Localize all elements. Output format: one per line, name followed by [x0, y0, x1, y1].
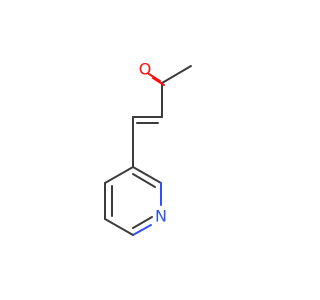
ring-bond-c3-c2 [132, 166, 162, 184]
bond-carbonyl-oxygen-a [148, 73, 161, 82]
ring-inner-bond-1 [132, 173, 156, 188]
molecule-structure: O N [104, 60, 192, 236]
ring-bond-c4-c3 [104, 166, 134, 184]
molecule-canvas: O N [104, 59, 192, 236]
bond-carbonyl-oxygen-b [152, 77, 165, 86]
ring-bond-c6-c5 [104, 218, 134, 236]
ring-bond-n-c6 [132, 224, 152, 236]
oxygen-atom-label: O [139, 60, 152, 79]
nitrogen-atom-label: N [155, 207, 167, 226]
bond-carbonyl-methyl [161, 65, 192, 84]
ring-inner-bond-3 [132, 216, 153, 229]
